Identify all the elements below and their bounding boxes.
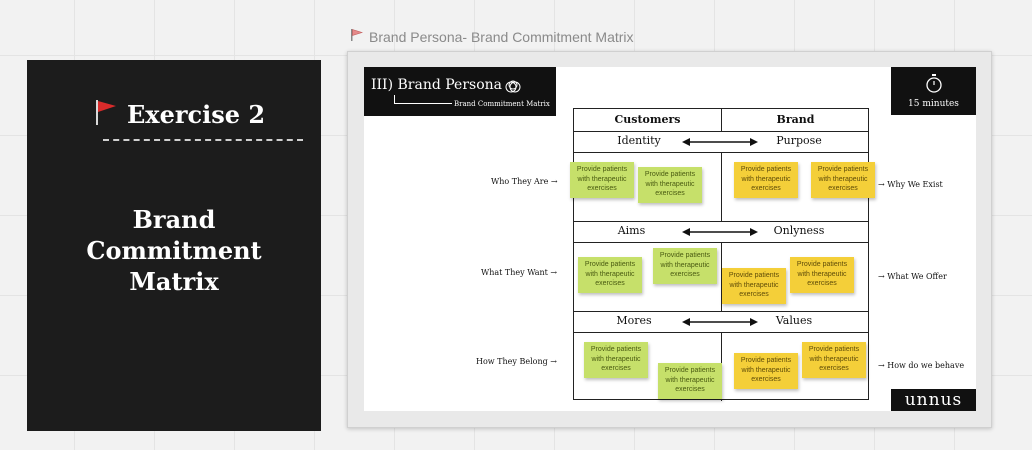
arrow-right-icon: → — [550, 357, 557, 366]
dashed-divider — [103, 139, 303, 141]
side-label-how-they-belong: How They Belong → — [476, 357, 557, 366]
subtitle-line-3: Matrix — [129, 267, 219, 296]
row-label-aims: Aims — [617, 224, 646, 237]
matrix-board: III) Brand Persona Brand Commitment Matr… — [364, 67, 976, 411]
double-arrow-icon — [682, 138, 758, 146]
row-label-mores: Mores — [616, 314, 652, 327]
side-label-who-they-are: Who They Are → — [491, 177, 558, 186]
frame-label[interactable]: Brand Persona- Brand Commitment Matrix — [350, 28, 634, 45]
divider — [721, 152, 722, 221]
header-bracket — [394, 95, 452, 104]
sticky-note[interactable]: Provide patients with therapeutic exerci… — [790, 257, 854, 293]
header-title: III) Brand Persona — [371, 77, 503, 93]
sticky-note[interactable]: Provide patients with therapeutic exerci… — [722, 268, 786, 304]
matrix-frame[interactable]: III) Brand Persona Brand Commitment Matr… — [347, 51, 992, 428]
divider — [721, 242, 722, 311]
sticky-note[interactable]: Provide patients with therapeutic exerci… — [658, 363, 722, 399]
header-subtitle: Brand Commitment Matrix — [454, 100, 550, 108]
side-label-what-they-want: What They Want → — [481, 268, 558, 277]
sticky-note[interactable]: Provide patients with therapeutic exerci… — [578, 257, 642, 293]
subtitle-line-2: Commitment — [86, 236, 262, 265]
divider — [574, 242, 868, 243]
divider — [574, 332, 868, 333]
sticky-note[interactable]: Provide patients with therapeutic exerci… — [811, 162, 875, 198]
exercise-card[interactable]: Exercise 2 Brand Commitment Matrix — [27, 60, 321, 431]
commitment-matrix: Customers Brand Identity Purpose Aims On… — [573, 108, 869, 401]
exercise-subtitle: Brand Commitment Matrix — [27, 204, 321, 297]
exercise-title: Exercise 2 — [127, 100, 266, 129]
sticky-note[interactable]: Provide patients with therapeutic exerci… — [570, 162, 634, 198]
unnus-logo: unnus — [891, 389, 976, 411]
sticky-note[interactable]: Provide patients with therapeutic exerci… — [584, 342, 648, 378]
arrow-right-icon: → — [550, 268, 558, 277]
side-label-why-we-exist: → Why We Exist — [878, 180, 943, 189]
column-header-brand: Brand — [776, 113, 815, 126]
timer-box: 15 minutes — [891, 67, 976, 115]
sticky-note[interactable]: Provide patients with therapeutic exerci… — [802, 342, 866, 378]
arrow-right-icon: → — [550, 177, 558, 186]
red-flag-icon — [93, 98, 119, 131]
brand-persona-header: III) Brand Persona Brand Commitment Matr… — [364, 67, 556, 116]
divider — [574, 221, 868, 222]
stopwatch-icon — [925, 73, 943, 100]
row-label-purpose: Purpose — [776, 134, 822, 147]
subtitle-line-1: Brand — [132, 205, 216, 234]
row-label-values: Values — [775, 314, 813, 327]
arrow-right-icon: → — [878, 272, 885, 281]
side-label-what-we-offer: → What We Offer — [878, 272, 947, 281]
arrow-right-icon: → — [878, 180, 885, 189]
divider — [574, 131, 868, 132]
double-arrow-icon — [682, 318, 758, 326]
sticky-note[interactable]: Provide patients with therapeutic exerci… — [734, 162, 798, 198]
knot-icon — [504, 78, 522, 101]
divider — [574, 152, 868, 153]
sticky-note[interactable]: Provide patients with therapeutic exerci… — [734, 353, 798, 389]
frame-label-text: Brand Persona- Brand Commitment Matrix — [369, 28, 634, 45]
sticky-note[interactable]: Provide patients with therapeutic exerci… — [638, 167, 702, 203]
row-label-identity: Identity — [617, 134, 661, 147]
timer-label: 15 minutes — [908, 99, 959, 109]
flag-icon — [350, 28, 364, 45]
divider — [721, 109, 722, 131]
sticky-note[interactable]: Provide patients with therapeutic exerci… — [653, 248, 717, 284]
column-header-customers: Customers — [614, 113, 681, 126]
exercise-title-row: Exercise 2 — [93, 98, 265, 131]
row-label-onlyness: Onlyness — [773, 224, 825, 237]
arrow-right-icon: → — [878, 361, 885, 370]
side-label-how-do-we-behave: → How do we behave — [878, 361, 965, 370]
divider — [574, 311, 868, 312]
double-arrow-icon — [682, 228, 758, 236]
